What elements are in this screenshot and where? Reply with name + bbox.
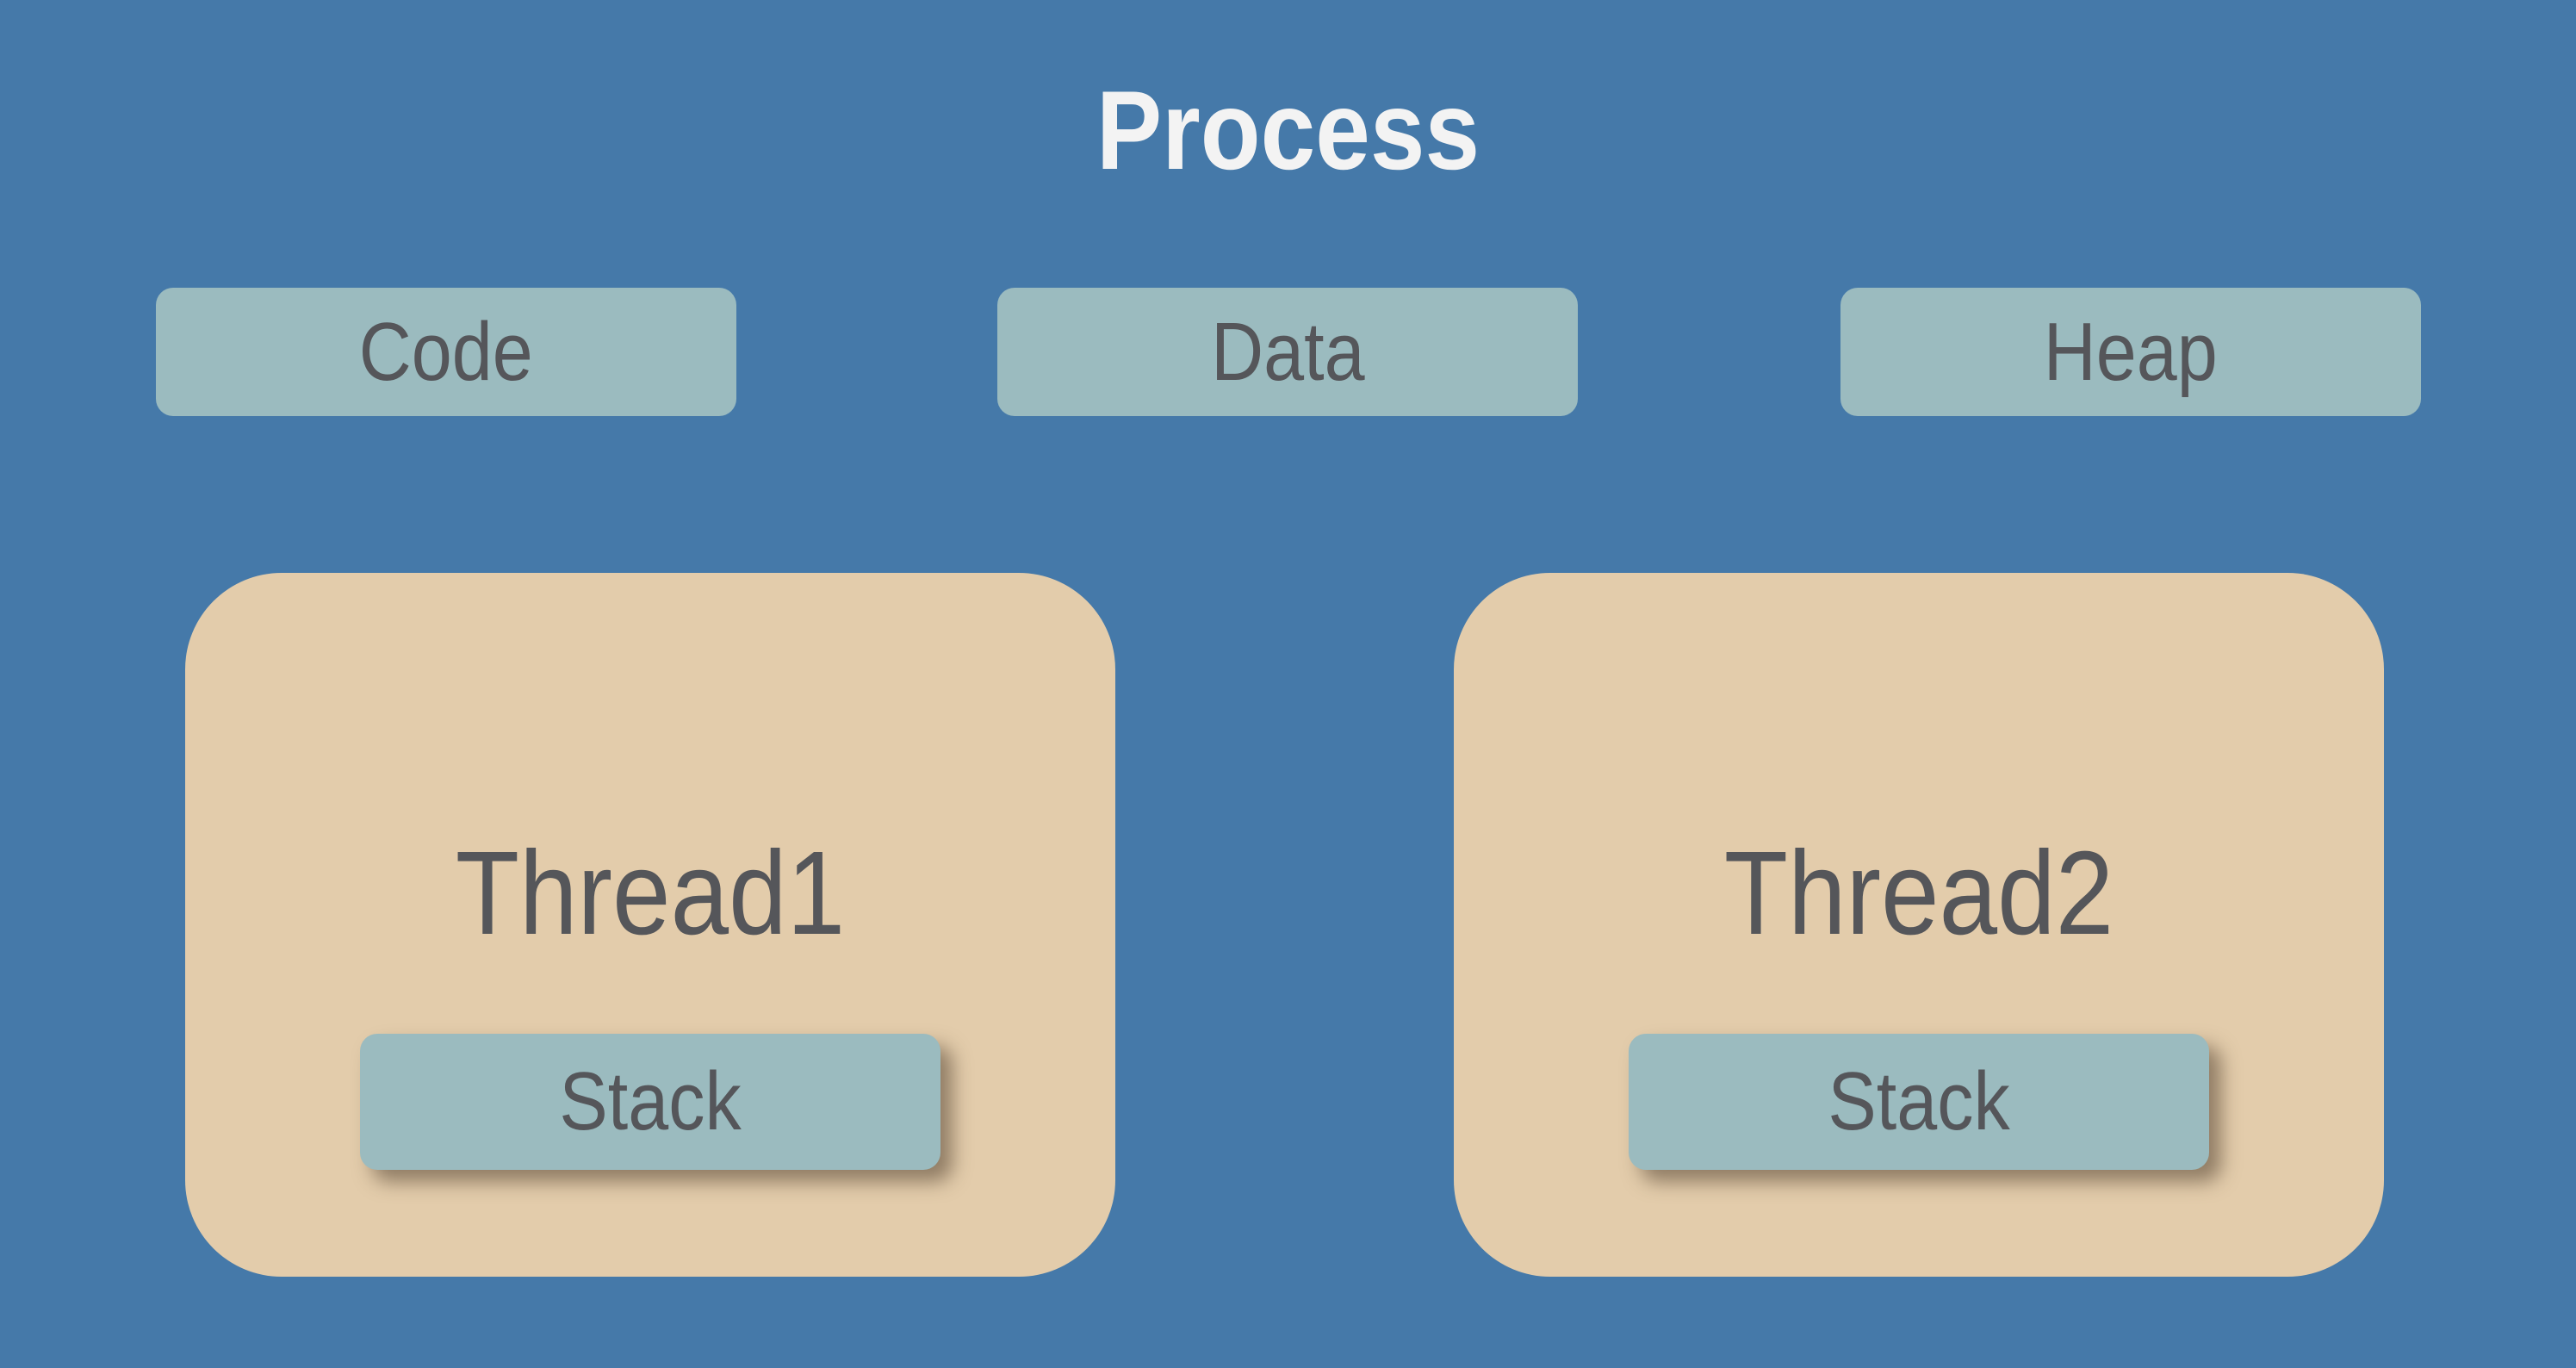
heap-segment-box: Heap bbox=[1840, 288, 2421, 416]
thread2-stack-label: Stack bbox=[1828, 1055, 2010, 1147]
thread1-stack-box: Stack bbox=[360, 1034, 940, 1170]
code-segment-label: Code bbox=[359, 305, 533, 398]
heap-segment-label: Heap bbox=[2044, 305, 2218, 398]
data-segment-box: Data bbox=[997, 288, 1578, 416]
thread1-stack-label: Stack bbox=[559, 1055, 742, 1147]
code-segment-box: Code bbox=[156, 288, 736, 416]
thread2-box: Thread2 Stack bbox=[1454, 573, 2384, 1277]
data-segment-label: Data bbox=[1210, 305, 1365, 398]
thread1-label: Thread1 bbox=[455, 827, 846, 960]
thread2-stack-box: Stack bbox=[1629, 1034, 2209, 1170]
thread2-label: Thread2 bbox=[1723, 827, 2114, 960]
process-title: Process bbox=[1096, 67, 1480, 193]
thread1-box: Thread1 Stack bbox=[185, 573, 1115, 1277]
